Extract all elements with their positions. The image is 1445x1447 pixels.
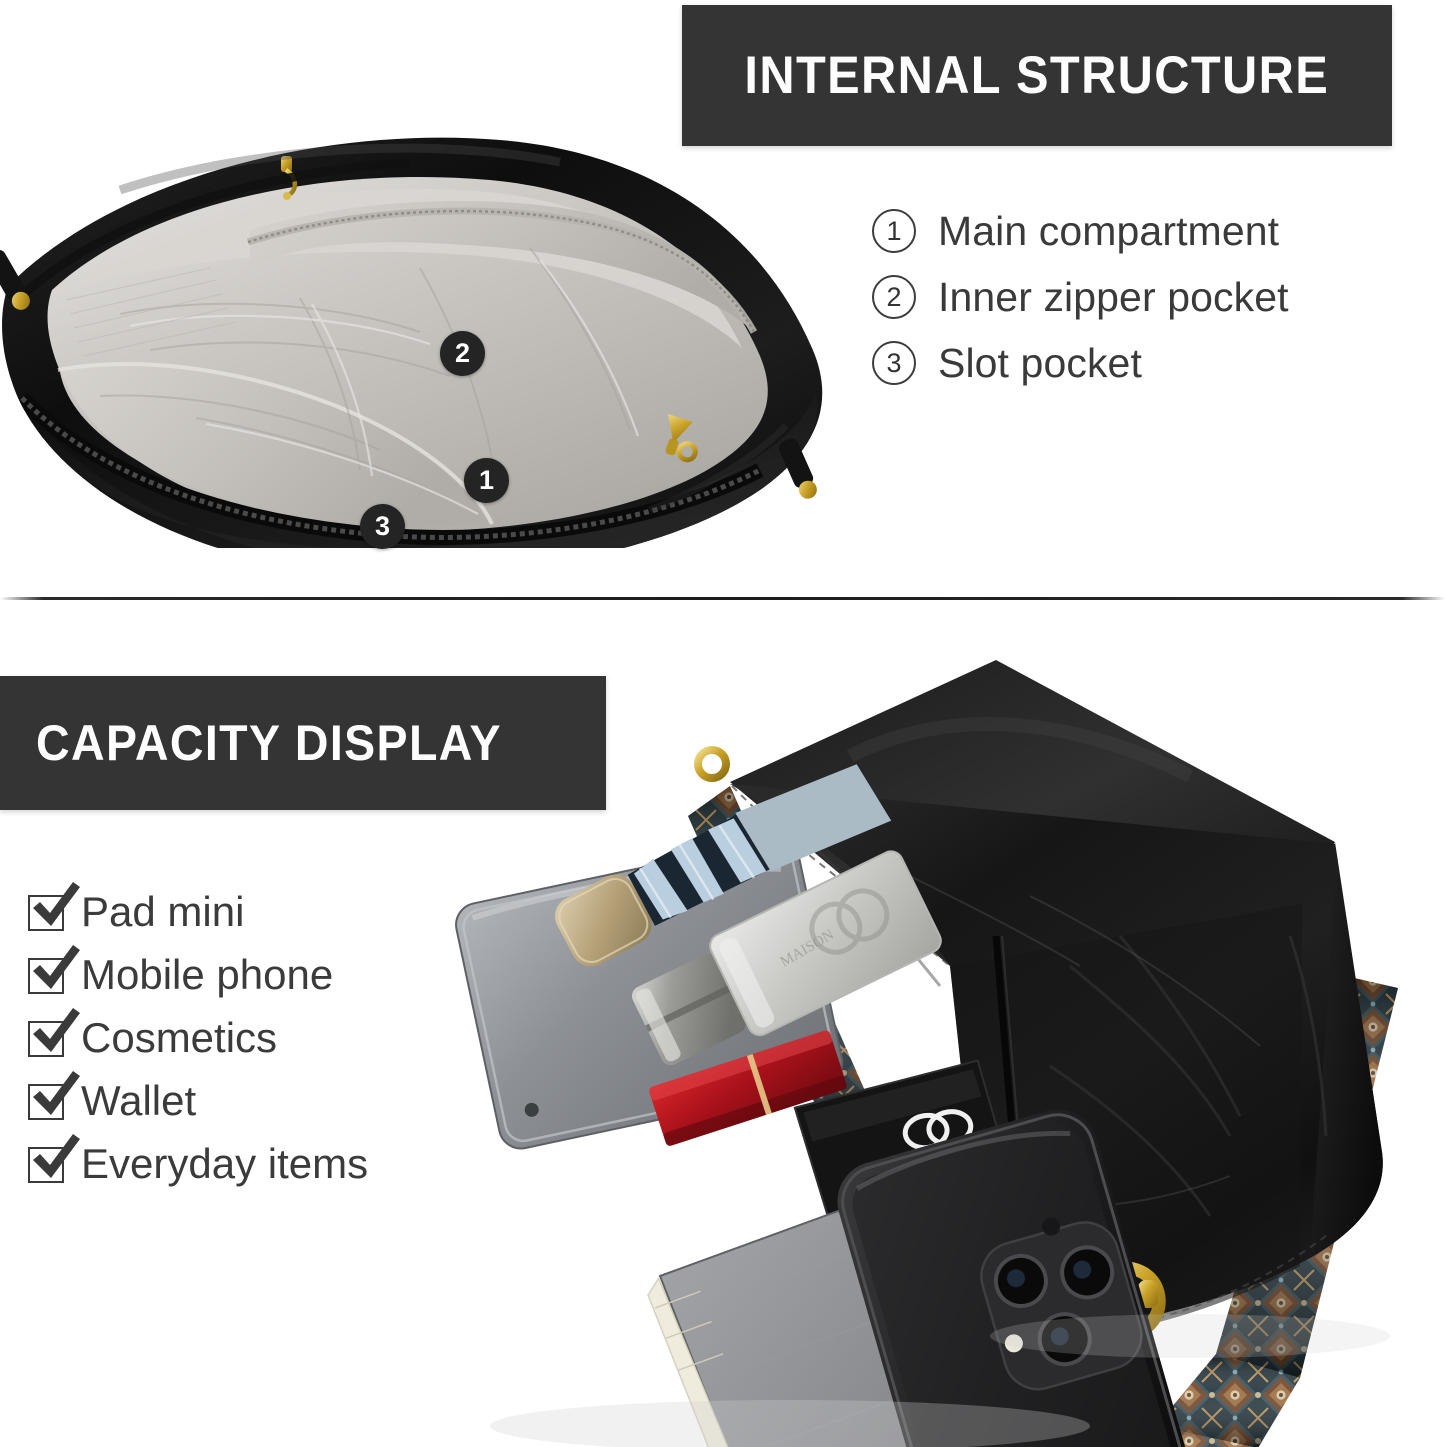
checklist-item-label: Everyday items: [81, 1139, 369, 1187]
internal-structure-legend: 1 Main compartment 2 Inner zipper pocket…: [872, 198, 1392, 396]
capacity-checklist: Pad mini Mobile phone Cosmetics Wallet: [28, 880, 448, 1195]
callout-number: 3: [374, 511, 391, 541]
legend-number-icon: 3: [872, 341, 916, 385]
checkbox-checked-icon: [28, 1007, 80, 1059]
internal-structure-title-banner: INTERNAL STRUCTURE: [682, 5, 1392, 146]
legend-item-main-compartment: 1 Main compartment: [872, 198, 1392, 264]
checklist-item-wallet: Wallet: [28, 1069, 448, 1132]
legend-item-inner-zipper-pocket: 2 Inner zipper pocket: [872, 264, 1392, 330]
legend-item-label: Slot pocket: [938, 339, 1142, 386]
checkbox-checked-icon: [28, 881, 80, 933]
callout-number: 2: [454, 338, 471, 368]
checklist-item-cosmetics: Cosmetics: [28, 1006, 448, 1069]
checkbox-checked-icon: [28, 944, 80, 996]
bag-capacity-photo: MAISON: [430, 636, 1445, 1447]
checklist-item-everyday-items: Everyday items: [28, 1132, 448, 1195]
legend-item-slot-pocket: 3 Slot pocket: [872, 330, 1392, 396]
capacity-display-title-banner: CAPACITY DISPLAY: [0, 676, 606, 810]
checklist-item-pad-mini: Pad mini: [28, 880, 448, 943]
legend-number-icon: 1: [872, 209, 916, 253]
section-divider: [0, 597, 1445, 600]
checkbox-checked-icon: [28, 1133, 80, 1185]
page-title-internal-structure: INTERNAL STRUCTURE: [744, 46, 1330, 105]
legend-item-label: Inner zipper pocket: [938, 273, 1289, 320]
legend-number-icon: 2: [872, 275, 916, 319]
bag-interior-photo: 1 2 3: [0, 118, 845, 549]
callout-badge-inner-zipper-pocket: 2: [440, 331, 485, 376]
checklist-item-label: Cosmetics: [81, 1013, 278, 1061]
checklist-item-label: Pad mini: [81, 887, 245, 935]
checklist-item-label: Mobile phone: [81, 950, 334, 998]
page-title-capacity-display: CAPACITY DISPLAY: [36, 715, 502, 771]
legend-item-label: Main compartment: [938, 207, 1280, 254]
callout-badge-main-compartment: 1: [464, 458, 509, 503]
checkbox-checked-icon: [28, 1070, 80, 1122]
callout-badge-slot-pocket: 3: [360, 504, 405, 549]
checklist-item-label: Wallet: [81, 1076, 197, 1124]
checklist-item-mobile-phone: Mobile phone: [28, 943, 448, 1006]
callout-number: 1: [478, 465, 495, 495]
